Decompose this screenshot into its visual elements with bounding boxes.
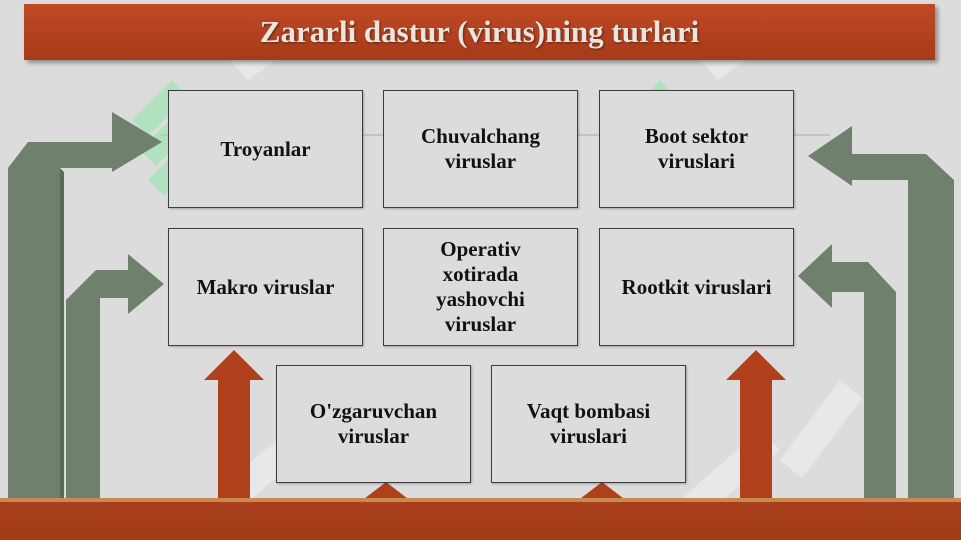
- right-outer-green-arrow: [808, 126, 954, 500]
- title-banner: Zararli dastur (virus)ning turlari: [24, 4, 935, 60]
- box-label: Makro viruslar: [196, 274, 335, 299]
- box-boot-sektor: Boot sektor viruslari: [599, 90, 794, 208]
- box-label: Operativ xotirada yashovchi viruslar: [436, 237, 525, 336]
- slide-title: Zararli dastur (virus)ning turlari: [259, 14, 700, 49]
- left-orange-up-arrow: [204, 350, 264, 500]
- box-ozgaruvchan: O'zgaruvchan viruslar: [276, 365, 471, 483]
- box-label: Rootkit viruslari: [621, 274, 772, 299]
- box-label: Boot sektor viruslari: [644, 124, 749, 173]
- box-rootkit: Rootkit viruslari: [599, 228, 794, 346]
- right-inner-green-arrow: [798, 244, 896, 500]
- box-vaqt-bombasi: Vaqt bombasi viruslari: [491, 365, 686, 483]
- right-orange-up-arrow: [726, 350, 786, 500]
- box-label: O'zgaruvchan viruslar: [309, 399, 438, 448]
- bottom-bar: [0, 498, 961, 540]
- box-label: Troyanlar: [220, 136, 311, 161]
- box-label: Vaqt bombasi viruslari: [526, 399, 651, 448]
- left-inner-green-arrow: [66, 254, 164, 500]
- box-operativ: Operativ xotirada yashovchi viruslar: [383, 228, 578, 346]
- box-label: Chuvalchang viruslar: [420, 124, 541, 173]
- box-troyanlar: Troyanlar: [168, 90, 363, 208]
- box-chuvalchang: Chuvalchang viruslar: [383, 90, 578, 208]
- left-outer-green-arrow: [8, 112, 162, 500]
- box-makro: Makro viruslar: [168, 228, 363, 346]
